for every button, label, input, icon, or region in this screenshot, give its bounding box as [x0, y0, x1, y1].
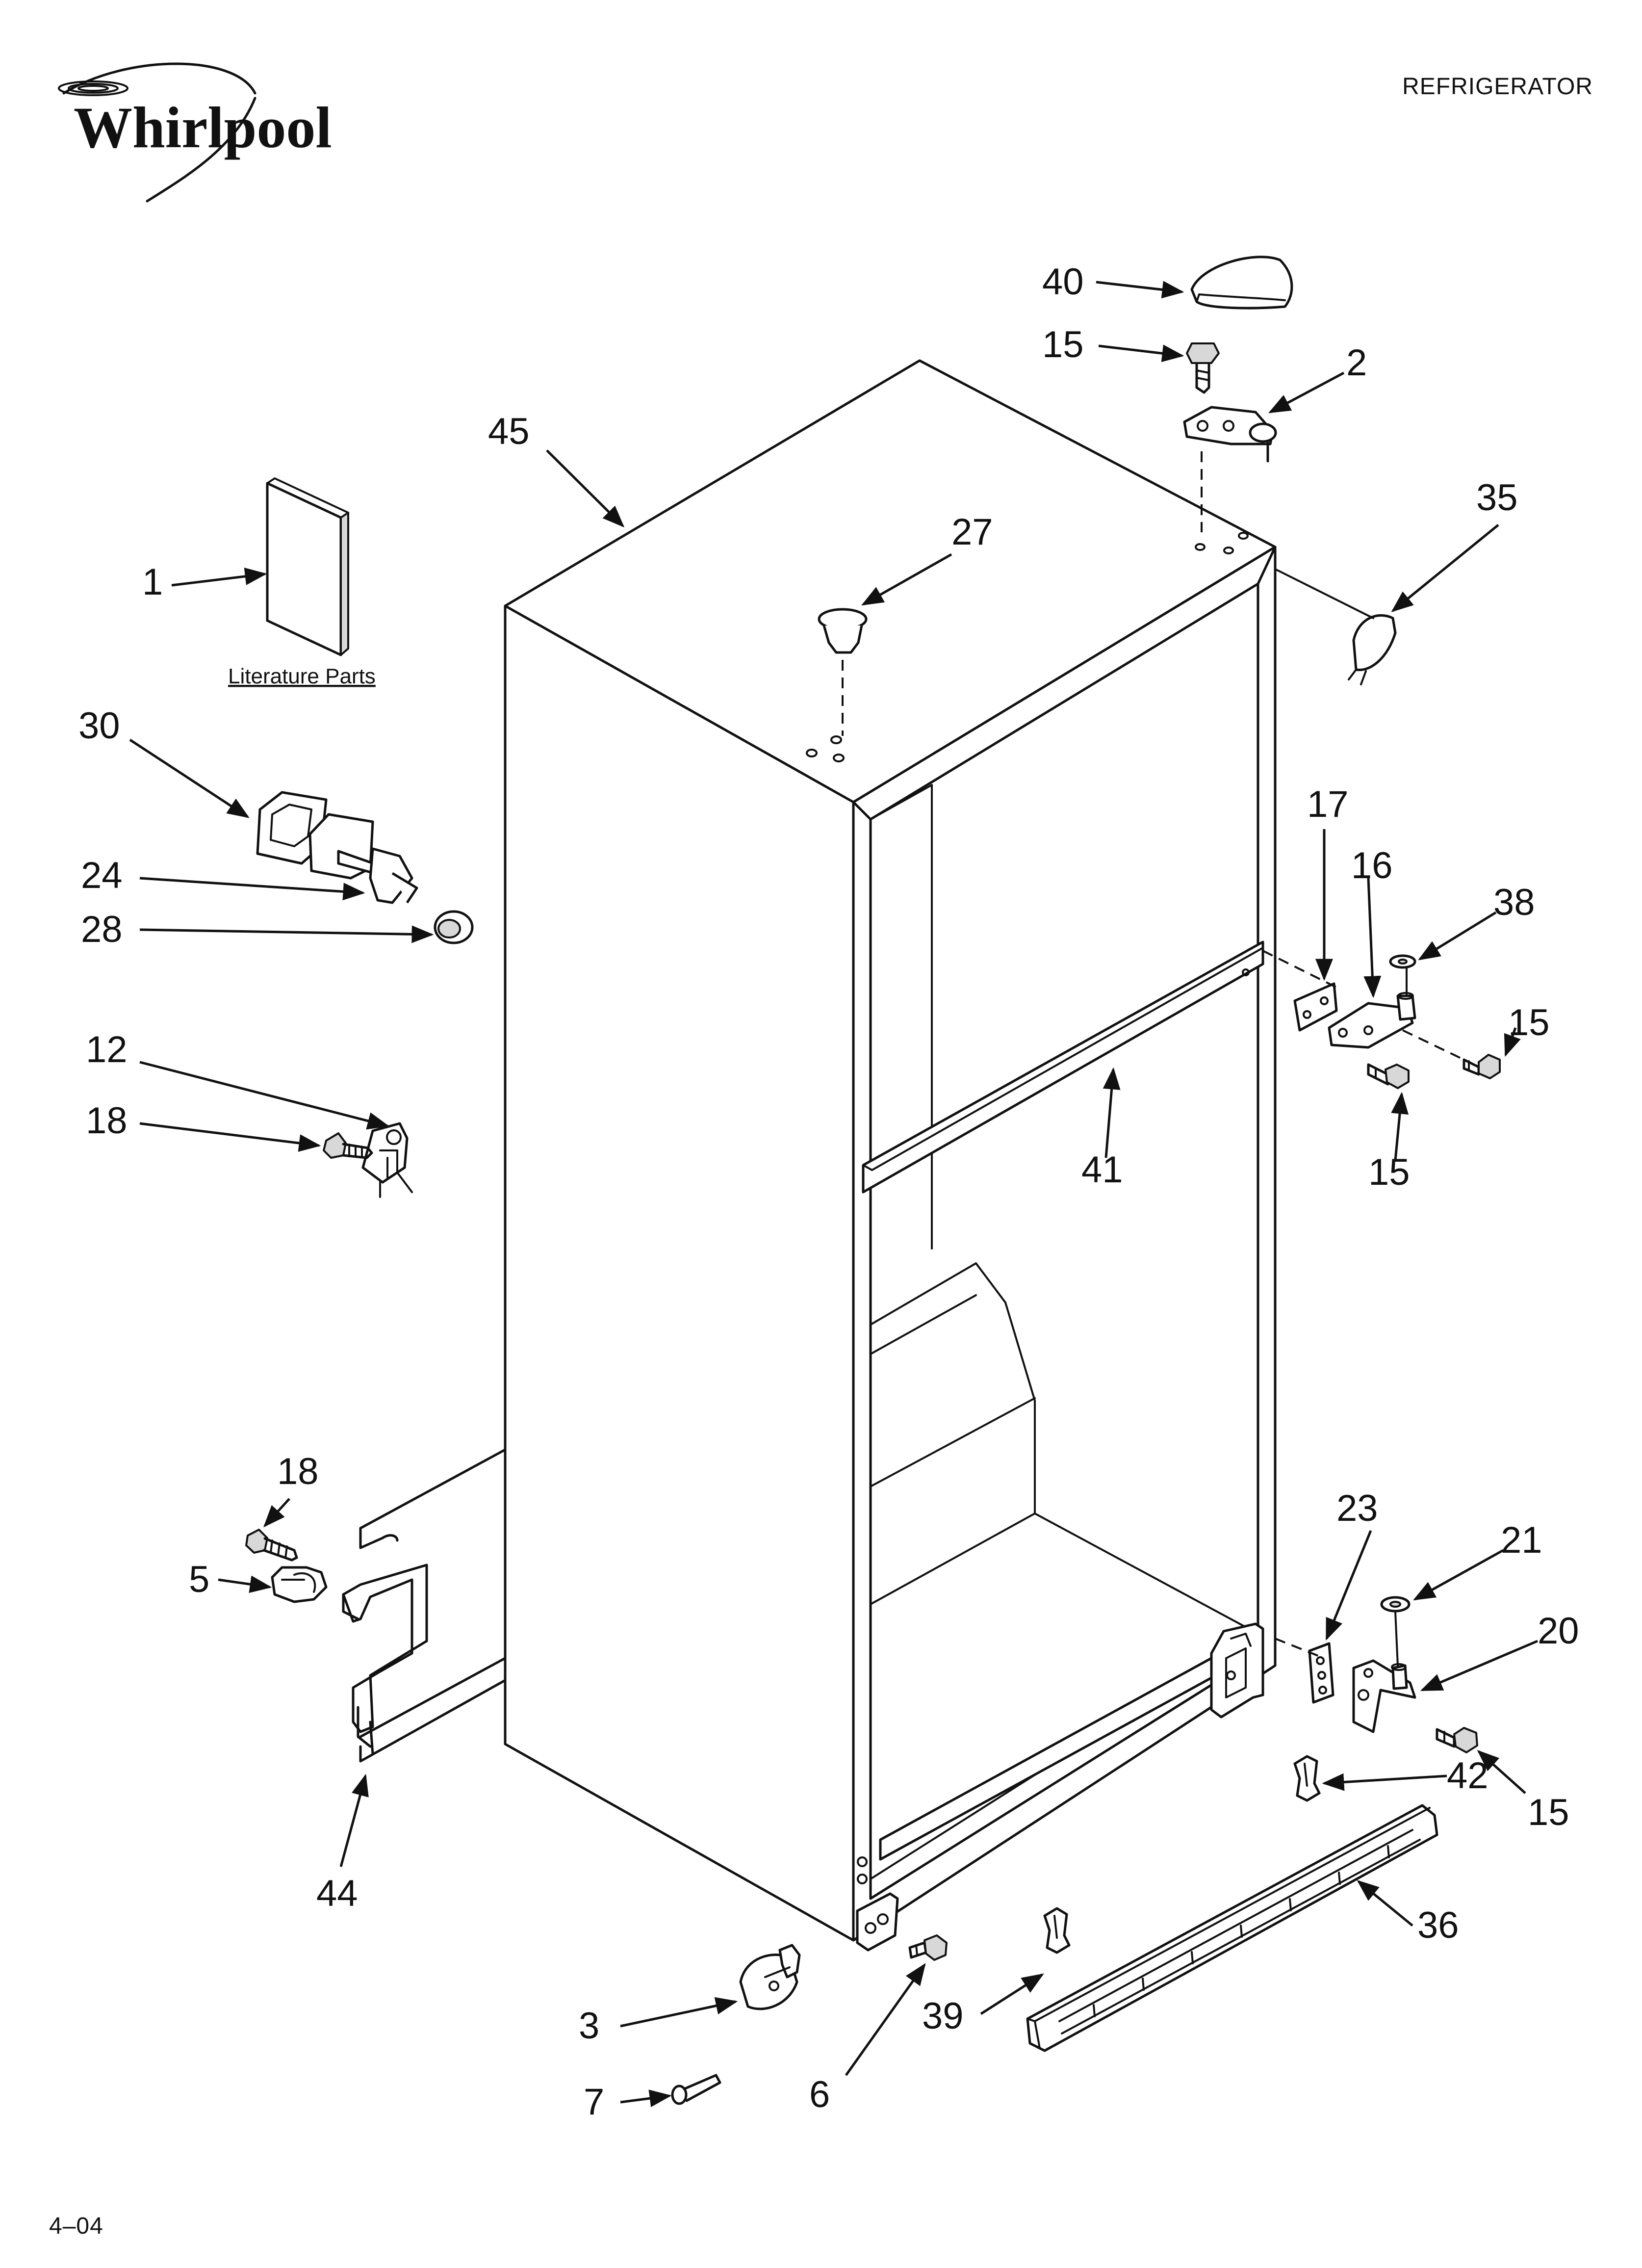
dashed-guide-mid — [1262, 950, 1339, 990]
callout-21: 21 — [1501, 1519, 1542, 1561]
callout-39: 39 — [922, 1995, 964, 2037]
hinge-shim-17 — [1293, 982, 1338, 1032]
callout-16: 16 — [1351, 845, 1393, 886]
hinge-screw-15-top — [1186, 342, 1220, 394]
washer-21 — [1380, 1596, 1411, 1613]
hinge-screw-15-right — [1462, 1054, 1501, 1079]
cabinet-bracket-44 — [342, 1448, 507, 1763]
callout-40: 40 — [1042, 261, 1084, 303]
hinge-shim-23 — [1308, 1642, 1334, 1704]
callout-3: 3 — [579, 2005, 599, 2047]
clip-5 — [271, 1566, 328, 1603]
callout-18-upper: 18 — [86, 1100, 128, 1142]
callout-15-lower: 15 — [1368, 1151, 1410, 1193]
callout-15-right: 15 — [1508, 1002, 1550, 1043]
callout-38: 38 — [1493, 882, 1535, 923]
grille-clip-39 — [1043, 1907, 1071, 1954]
callout-30: 30 — [78, 705, 120, 747]
cabinet-45 — [504, 359, 1277, 1942]
hole-plug-27 — [818, 608, 868, 654]
grommet-28 — [434, 910, 474, 944]
washer-38 — [1389, 954, 1416, 969]
date-code: 4–04 — [49, 2213, 103, 2239]
callout-12: 12 — [86, 1029, 128, 1070]
literature-parts-label: Literature Parts — [228, 664, 376, 688]
brand-logo: Whirlpool — [58, 62, 332, 203]
callout-27: 27 — [951, 511, 993, 553]
grille-clip-42 — [1293, 1755, 1321, 1802]
callout-1: 1 — [142, 561, 163, 603]
callout-28: 28 — [81, 909, 123, 950]
callout-45: 45 — [488, 411, 530, 452]
screw-18-lower — [245, 1529, 298, 1562]
toe-grille-36 — [1026, 1804, 1438, 2052]
center-hinge-16 — [1328, 992, 1416, 1049]
washer-guide-line — [1394, 1611, 1399, 1667]
dashed-guide-bottom — [1275, 1638, 1325, 1659]
callout-numbers: 40 15 2 45 27 35 1 30 24 28 12 18 17 16 … — [78, 261, 1579, 2123]
callout-15-bottom: 15 — [1528, 1792, 1569, 1833]
callout-24: 24 — [81, 855, 123, 896]
callout-17: 17 — [1307, 783, 1349, 825]
callout-23: 23 — [1336, 1487, 1378, 1529]
control-shaft-24 — [308, 813, 418, 904]
pin-7 — [671, 2074, 721, 2105]
callout-5: 5 — [189, 1559, 209, 1600]
hinge-screw-15-lower — [1367, 1063, 1410, 1089]
hinge-cover-40 — [1190, 256, 1293, 310]
callout-15-top: 15 — [1042, 324, 1084, 365]
hinge-screw-15-bottom — [1436, 1727, 1478, 1753]
front-bracket-6 — [856, 1892, 899, 1952]
leader-lines — [129, 281, 1538, 2108]
callout-35: 35 — [1476, 477, 1518, 519]
dashed-guide-mid-b — [1402, 1029, 1464, 1061]
callout-6: 6 — [809, 2074, 830, 2115]
top-hinge-2 — [1183, 406, 1277, 463]
brand-wordmark: Whirlpool — [74, 95, 332, 160]
trim-part-35 — [1348, 614, 1397, 685]
leveling-leg-3 — [739, 1944, 801, 2010]
callout-44: 44 — [316, 1873, 358, 1914]
callout-2: 2 — [1346, 342, 1367, 384]
callout-41: 41 — [1081, 1149, 1123, 1191]
bottom-hinge-bracket-frame — [1210, 1622, 1264, 1719]
bracket-12 — [361, 1122, 413, 1198]
screw-6 — [908, 1934, 948, 1961]
product-type-label: REFRIGERATOR — [1402, 74, 1593, 100]
dashed-guide-35 — [1274, 568, 1374, 619]
callout-7: 7 — [584, 2081, 604, 2123]
callout-20: 20 — [1538, 1610, 1579, 1652]
callout-18-lower: 18 — [277, 1451, 319, 1492]
screw-18-upper — [323, 1132, 373, 1159]
callout-42: 42 — [1447, 1755, 1488, 1797]
divider-rail-41 — [862, 940, 1264, 1194]
literature-booklet-1 — [266, 477, 349, 656]
bottom-hinge-20 — [1352, 1659, 1416, 1733]
callout-36: 36 — [1417, 1904, 1459, 1946]
